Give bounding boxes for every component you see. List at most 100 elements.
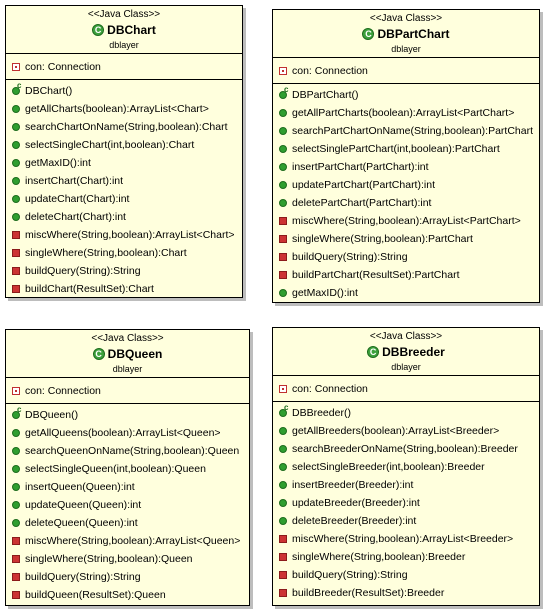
operation-row[interactable]: deletePartChart(PartChart):int [279,194,539,212]
class-dbbreeder[interactable]: <<Java Class>> DBBreeder dblayer con: Co… [272,327,540,606]
operation-row[interactable]: insertBreeder(Breeder):int [279,476,539,494]
operation-row[interactable]: insertPartChart(PartChart):int [279,158,539,176]
private-method-icon [12,231,20,239]
operation-row-label: DBChart() [25,85,73,97]
attribute-row[interactable]: con: Connection [279,380,539,398]
operation-row-label: buildQuery(String):String [25,265,141,277]
constructor-icon [279,85,288,99]
operation-row[interactable]: getAllBreeders(boolean):ArrayList<Breede… [279,422,539,440]
private-method-icon [279,217,287,225]
operation-row[interactable]: deleteQueen(Queen):int [12,514,249,532]
operation-row[interactable]: searchQueenOnName(String,boolean):Queen [12,442,249,460]
public-method-icon [12,177,20,185]
attribute-row[interactable]: con: Connection [12,58,242,76]
public-method-icon [279,109,287,117]
constructor-icon [12,405,21,419]
operation-row-label: singleWhere(String,boolean):Chart [25,247,187,259]
operation-row[interactable]: singleWhere(String,boolean):Queen [12,550,249,568]
operation-row[interactable]: buildBreeder(ResultSet):Breeder [279,584,539,602]
operations-compartment: DBQueen() getAllQueens(boolean):ArrayList… [6,404,249,604]
package-label: dblayer [112,364,143,374]
class-dbqueen[interactable]: <<Java Class>> DBQueen dblayer con: Conn… [5,329,250,606]
operation-row[interactable]: insertQueen(Queen):int [12,478,249,496]
operation-row[interactable]: buildQuery(String):String [12,262,242,280]
operation-row-label: deleteChart(Chart):int [25,211,126,223]
private-method-icon [12,249,20,257]
operation-row[interactable]: selectSingleChart(int,boolean):Chart [12,136,242,154]
private-field-icon [12,63,20,71]
operation-row[interactable]: singleWhere(String,boolean):PartChart [279,230,539,248]
operation-row[interactable]: updateQueen(Queen):int [12,496,249,514]
operation-row[interactable]: buildPartChart(ResultSet):PartChart [279,266,539,284]
operation-row-label: updatePartChart(PartChart):int [292,179,435,191]
operation-row[interactable]: DBBreeder() [279,403,539,422]
operation-row[interactable]: buildQuery(String):String [12,568,249,586]
operation-row[interactable]: buildQuery(String):String [279,248,539,266]
class-header: <<Java Class>> DBQueen dblayer [6,330,249,378]
operation-row[interactable]: searchPartChartOnName(String,boolean):Pa… [279,122,539,140]
public-method-icon [279,127,287,135]
operation-row[interactable]: updateBreeder(Breeder):int [279,494,539,512]
public-method-icon [12,105,20,113]
operation-row[interactable]: getAllQueens(boolean):ArrayList<Queen> [12,424,249,442]
operation-row-label: deleteBreeder(Breeder):int [292,515,417,527]
operation-row[interactable]: singleWhere(String,boolean):Breeder [279,548,539,566]
operation-row-label: getMaxID():int [292,287,358,299]
attributes-compartment: con: Connection [273,376,539,402]
operation-row[interactable]: getMaxID():int [12,154,242,172]
java-class-icon [92,24,105,36]
public-method-icon [279,145,287,153]
operation-row[interactable]: miscWhere(String,boolean):ArrayList<Char… [12,226,242,244]
operation-row[interactable]: miscWhere(String,boolean):ArrayList<Bree… [279,530,539,548]
operation-row[interactable]: DBChart() [12,81,242,100]
class-dbchart[interactable]: <<Java Class>> DBChart dblayer con: Conn… [5,5,243,298]
operation-row-label: DBBreeder() [292,407,351,419]
class-header: <<Java Class>> DBBreeder dblayer [273,328,539,376]
operation-row-label: searchQueenOnName(String,boolean):Queen [25,445,240,457]
operation-row[interactable]: miscWhere(String,boolean):ArrayList<Part… [279,212,539,230]
operation-row[interactable]: DBQueen() [12,405,249,424]
public-method-icon [12,501,20,509]
operation-row-label: buildQuery(String):String [25,571,141,583]
public-method-icon [279,463,287,471]
operation-row-label: getAllCharts(boolean):ArrayList<Chart> [25,103,209,115]
private-field-icon [279,385,287,393]
public-method-icon [12,429,20,437]
operation-row[interactable]: selectSingleBreeder(int,boolean):Breeder [279,458,539,476]
operation-row[interactable]: insertChart(Chart):int [12,172,242,190]
operation-row[interactable]: searchChartOnName(String,boolean):Chart [12,118,242,136]
operation-row[interactable]: updateChart(Chart):int [12,190,242,208]
operation-row[interactable]: buildChart(ResultSet):Chart [12,280,242,298]
private-method-icon [279,553,287,561]
operation-row[interactable]: deleteBreeder(Breeder):int [279,512,539,530]
operation-row[interactable]: selectSingleQueen(int,boolean):Queen [12,460,249,478]
operation-row-label: buildPartChart(ResultSet):PartChart [292,269,460,281]
operation-row[interactable]: DBPartChart() [279,85,539,104]
operation-row[interactable]: buildQuery(String):String [279,566,539,584]
private-method-icon [279,253,287,261]
public-method-icon [279,199,287,207]
operation-row[interactable]: searchBreederOnName(String,boolean):Bree… [279,440,539,458]
operation-row[interactable]: getMaxID():int [279,284,539,302]
attribute-row[interactable]: con: Connection [12,382,249,400]
attributes-compartment: con: Connection [6,54,242,80]
operation-row-label: buildQuery(String):String [292,251,408,263]
operation-row-label: getMaxID():int [25,157,91,169]
operation-row[interactable]: getAllPartCharts(boolean):ArrayList<Part… [279,104,539,122]
operation-row-label: insertBreeder(Breeder):int [292,479,414,491]
operation-row[interactable]: getAllCharts(boolean):ArrayList<Chart> [12,100,242,118]
operation-row[interactable]: singleWhere(String,boolean):Chart [12,244,242,262]
attribute-row[interactable]: con: Connection [279,62,539,80]
operation-row[interactable]: buildQueen(ResultSet):Queen [12,586,249,604]
class-dbpartchart[interactable]: <<Java Class>> DBPartChart dblayer con: … [272,9,540,303]
attribute-row-label: con: Connection [25,61,101,73]
operation-row[interactable]: updatePartChart(PartChart):int [279,176,539,194]
operation-row-label: getAllQueens(boolean):ArrayList<Queen> [25,427,221,439]
public-method-icon [12,447,20,455]
operation-row-label: deleteQueen(Queen):int [25,517,138,529]
operation-row[interactable]: miscWhere(String,boolean):ArrayList<Quee… [12,532,249,550]
constructor-icon [12,81,21,95]
operation-row[interactable]: deleteChart(Chart):int [12,208,242,226]
operation-row[interactable]: selectSinglePartChart(int,boolean):PartC… [279,140,539,158]
public-method-icon [12,465,20,473]
